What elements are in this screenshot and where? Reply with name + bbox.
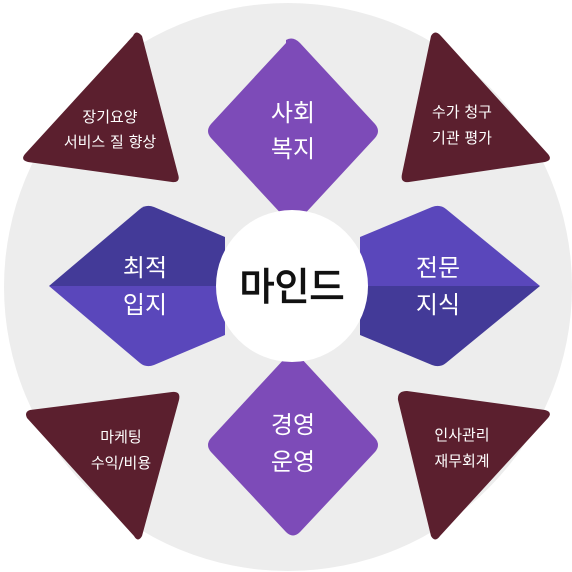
diamond-right-line-1: 전문 [416,254,460,282]
diamond-left-line-1: 최적 [123,254,167,282]
triangle-bottom-left-line-2: 수익/비용 [91,454,151,472]
triangle-top-left: 장기요양 서비스 질 향상 [23,32,179,183]
diamond-right: 전문 지식 [360,205,540,367]
diamond-bottom-line-1: 경영 [271,411,315,439]
triangle-top-left-line-2: 서비스 질 향상 [64,133,157,151]
triangle-top-left-line-1: 장기요양 [82,108,137,126]
diamond-top: 사회 복지 [208,38,378,223]
triangle-bottom-right: 인사관리 재무회계 [397,391,550,540]
diamond-left-line-2: 입지 [123,291,167,319]
triangle-top-right: 수가 청구 기관 평가 [401,32,550,183]
triangle-top-right-line-2: 기관 평가 [432,129,492,147]
triangle-bottom-right-line-1: 인사관리 [434,426,489,444]
triangle-bottom-right-line-2: 재무회계 [434,452,489,470]
diamond-bottom: 경영 운영 [208,353,378,536]
center-circle [216,210,368,362]
triangle-bottom-left: 마케팅 수익/비용 [26,391,180,540]
diamond-top-line-2: 복지 [271,135,315,163]
diamond-left: 최적 입지 [49,205,225,367]
triangle-top-right-line-1: 수가 청구 [432,103,492,121]
center-label: 마인드 [240,265,345,309]
diamond-right-line-2: 지식 [416,291,460,319]
diamond-top-line-1: 사회 [271,99,315,127]
diamond-bottom-line-2: 운영 [271,448,315,476]
triangle-bottom-left-line-1: 마케팅 [100,428,141,446]
